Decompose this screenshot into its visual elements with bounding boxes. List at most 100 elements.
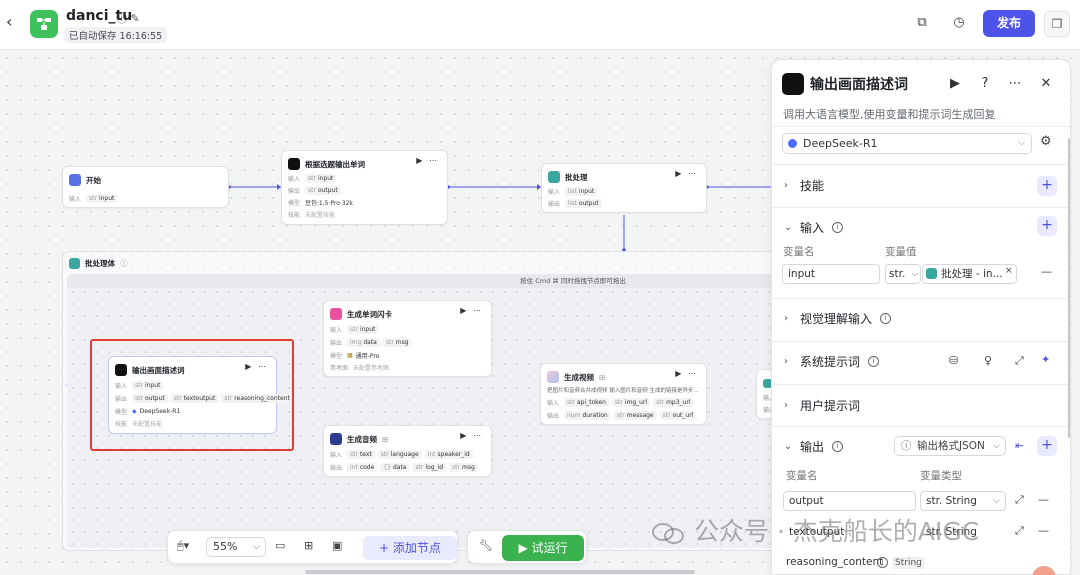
chevron-right-icon: › [784,400,788,411]
panel-toggle-icon[interactable]: ❐ [1044,11,1070,37]
gear-icon[interactable]: ⚙ [1040,134,1052,149]
row-key: 输入 [69,196,82,203]
var-tag-label: input [98,195,115,202]
expand-icon[interactable]: ⤢ [1015,354,1024,367]
model-select[interactable]: DeepSeek-R1⌵ [782,133,1032,154]
add-skill-button[interactable]: + [1037,176,1057,196]
comment-icon[interactable]: ▭ [275,539,286,552]
node-actions[interactable]: ▶ ⋯ [245,362,268,371]
remove-icon[interactable]: — [1041,265,1052,278]
copy-icon[interactable]: ⧉ [917,15,927,30]
section-label: 输入 [800,221,825,235]
node-actions[interactable]: ▶ ⋯ [416,156,439,165]
llm-icon [288,158,300,170]
chevron-right-icon: › [784,356,788,367]
library-icon[interactable]: ⛁ [949,354,959,367]
expand-icon[interactable]: ⤢ [1015,493,1024,506]
mouse-icon[interactable]: 🖱︎▾ [177,539,190,552]
info-edit-icons[interactable]: ⓘ ✎ [116,12,140,25]
more-icon[interactable]: ⋯ [1008,76,1022,91]
row-key: 模型 [330,353,343,360]
test-run-label: 试运行 [531,541,568,555]
model-select-value: DeepSeek-R1 [803,137,878,150]
model-icon: ▦ [347,352,353,359]
info-icon: i [832,441,844,452]
minimap-icon[interactable]: ▣ [332,539,343,552]
expand-icon[interactable]: ⤢ [1015,524,1024,537]
bulb-icon[interactable]: ♀ [984,354,993,367]
clear-icon[interactable]: × [1005,266,1013,276]
node-actions[interactable]: ▶ ⋯ [460,431,483,440]
ref-row: 参考图未配置参考图 [330,363,389,372]
output-type-select[interactable]: str. String [920,522,1006,542]
chevron-right-icon: › [784,313,788,324]
close-icon[interactable]: ✕ [1040,76,1052,91]
section-skills[interactable]: ›技能 [784,177,824,194]
play-icon[interactable]: ▶ [950,76,960,91]
back-icon[interactable]: ‹ [6,12,13,31]
start-icon [69,174,81,186]
add-output-button[interactable]: + [1037,436,1057,456]
input-var-name-field[interactable]: input [782,264,880,284]
panel-title[interactable]: 输出画面描述词 [810,77,908,93]
node-actions[interactable]: ▶ ⋯ [675,369,698,378]
history-icon[interactable]: ◷ [953,15,965,30]
panel-scrollbar[interactable] [1068,138,1070,438]
node-video[interactable]: 生成视频⊞ ▶ ⋯ 把图片和音频合并成视频 输入图片和音频 生成的链接是异步..… [540,363,707,425]
remove-icon[interactable]: — [1038,493,1049,506]
add-input-button[interactable]: + [1037,216,1057,236]
input-row: 输入 [763,393,777,402]
output-var-name-field[interactable]: output [783,491,916,511]
type-label: str. String [926,526,977,538]
layout-icon[interactable]: ⊞ [304,539,314,552]
var-tag-label: api_token [576,399,606,406]
help-icon[interactable]: ? [981,76,989,91]
var-tag-label: text [359,451,372,458]
output-var-name-field[interactable]: textoutput [783,522,916,542]
divider [772,126,1070,127]
row-key: 输出 [548,201,561,208]
ai-sparkle-icon[interactable]: ✦ [1041,353,1051,366]
import-icon[interactable]: ⇤ [1015,439,1025,452]
node-actions[interactable]: ▶ ⋯ [675,169,698,178]
wrench-icon[interactable]: 🔧︎ [479,539,493,552]
test-run-button[interactable]: ▶ 试运行 [502,535,584,561]
model-row: 模型豆包·1.5·Pro·32k [288,198,353,207]
info-icon: i [868,356,880,367]
output-type-select[interactable]: str. String⌵ [920,491,1006,511]
info-icon: ⓘ [120,259,128,268]
info-icon: ⓘ [901,440,912,452]
var-tag-label: mp3_url [666,399,691,406]
publish-button[interactable]: 发布 [983,10,1035,37]
section-user-prompt[interactable]: ›用户提示词 [784,397,860,414]
output-row: 输出 [763,405,777,414]
add-node-button[interactable]: + 添加节点 [363,536,457,560]
input-type-select[interactable]: str.⌵ [885,264,921,284]
info-icon: i [880,313,892,324]
input-value-ref[interactable]: 批处理 - in... [922,264,1017,284]
canvas-scrollbar[interactable] [305,570,695,574]
zoom-select[interactable]: 55%⌵ [206,537,266,557]
remove-icon[interactable]: — [1038,524,1049,537]
node-actions[interactable]: ▶ ⋯ [460,306,483,315]
